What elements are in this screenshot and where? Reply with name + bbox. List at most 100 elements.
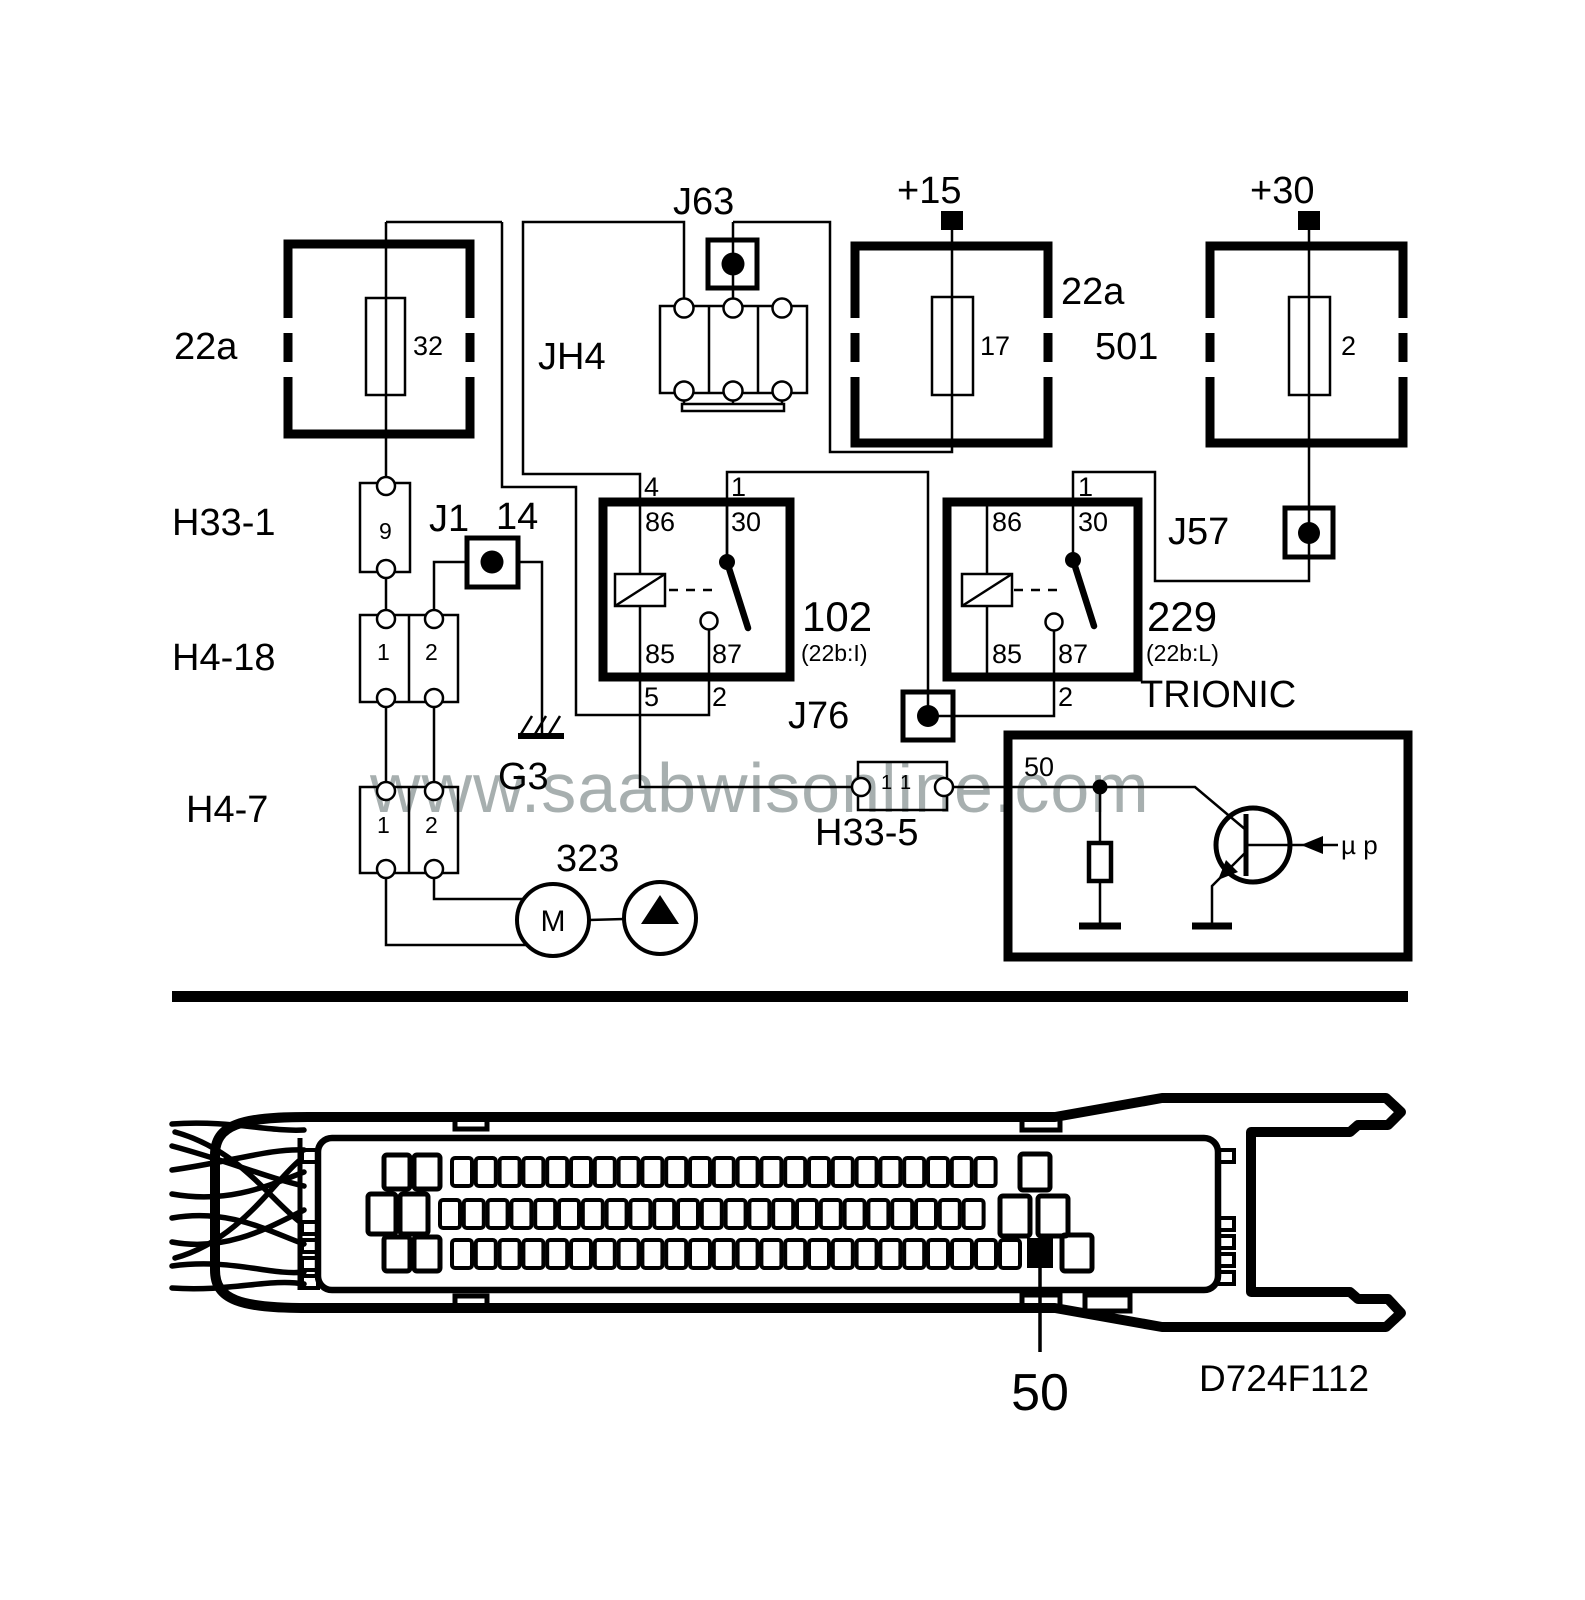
ecu-pin <box>616 1238 641 1270</box>
ecu-pin <box>783 1238 808 1270</box>
ecu-pin <box>438 1198 462 1230</box>
ecu-pin <box>830 1156 855 1188</box>
label-micro: µ p <box>1341 830 1378 860</box>
ecu-pin <box>580 1198 605 1230</box>
label-g3: G3 <box>498 756 549 798</box>
ecu-pin <box>450 1238 474 1270</box>
fuse-box-22a-right <box>848 211 1055 448</box>
label-h4-18-2: 2 <box>425 639 438 665</box>
ecu-pin <box>961 1198 986 1230</box>
ecu-pin <box>830 1238 855 1270</box>
connector-h4-18 <box>358 608 460 709</box>
ecu-pin <box>854 1238 879 1270</box>
fuse-2-symbol <box>1287 295 1332 397</box>
connector-housing-outline <box>210 1093 1406 1332</box>
label-j1: J1 <box>429 498 469 540</box>
ecu-connector-drawing <box>169 1093 1406 1352</box>
ecu-pin <box>381 1234 413 1274</box>
ecu-pin <box>1035 1193 1071 1239</box>
labels: 22a 32 JH4 J63 +15 17 22a 501 +30 2 H33-… <box>172 170 1378 1422</box>
r102-pin2: 2 <box>712 682 727 712</box>
ecu-pin <box>509 1198 534 1230</box>
ecu-pin <box>461 1198 486 1230</box>
wire-bundle <box>169 1120 307 1292</box>
ecu-pin-grid <box>365 1151 1095 1274</box>
ecu-pin <box>664 1156 689 1188</box>
label-fuse-32: 32 <box>413 331 443 361</box>
label-relay-102: 102 <box>802 593 872 640</box>
r229-t86: 86 <box>992 507 1022 537</box>
r102-t86: 86 <box>645 507 675 537</box>
label-ecu-pin-50: 50 <box>1011 1364 1069 1422</box>
ecu-pin <box>902 1156 927 1188</box>
label-h33-1: H33-1 <box>172 502 276 544</box>
ecu-pin <box>640 1156 665 1188</box>
connector-h33-1 <box>358 475 412 580</box>
label-motor-m: M <box>541 905 566 938</box>
label-h4-7-2: 2 <box>425 812 438 838</box>
label-trionic: TRIONIC <box>1140 674 1296 716</box>
ecu-pin <box>783 1156 808 1188</box>
ecu-pin <box>902 1238 927 1270</box>
r102-pin4: 4 <box>644 472 659 502</box>
ecu-pin <box>818 1198 843 1230</box>
fuse-box-plus30 <box>1203 211 1410 448</box>
jh4-bus-bar <box>680 402 786 413</box>
wire-j1-to-ground <box>518 560 544 736</box>
ecu-pin <box>949 1156 974 1188</box>
label-plus15: +15 <box>897 170 961 212</box>
wire-j76-to-relay229-87 <box>928 630 1056 718</box>
wire-relay102-out87 <box>500 222 711 717</box>
ecu-pin <box>807 1156 831 1188</box>
ecu-pin <box>676 1198 700 1230</box>
ecu-pin <box>640 1238 665 1270</box>
ecu-pin <box>998 1238 1022 1270</box>
relay-102 <box>598 497 795 682</box>
ecu-pin <box>533 1198 558 1230</box>
label-plus30: +30 <box>1250 170 1314 212</box>
ecu-pin <box>628 1198 653 1230</box>
ecu-pin <box>747 1198 772 1230</box>
ecu-pin <box>557 1198 581 1230</box>
ecu-pin <box>759 1156 784 1188</box>
label-j57: J57 <box>1168 511 1229 553</box>
ecu-pin <box>926 1238 950 1270</box>
ecu-pin <box>497 1156 522 1188</box>
ecu-pin <box>795 1198 819 1230</box>
ecu-pin <box>937 1198 962 1230</box>
ecu-pin <box>974 1238 998 1270</box>
label-h33-1-pin9: 9 <box>379 518 392 544</box>
ecu-pin <box>450 1156 474 1188</box>
ecu-pin <box>878 1238 903 1270</box>
label-h33-5-1a: 1 <box>881 772 892 794</box>
label-trionic-pin50: 50 <box>1024 752 1054 782</box>
ecu-pin <box>521 1156 546 1188</box>
ecu-pin <box>688 1156 712 1188</box>
ecu-pin <box>411 1234 443 1274</box>
label-fusebox-22a-right: 22a <box>1061 271 1125 313</box>
ecu-pin <box>569 1238 593 1270</box>
label-h33-5: H33-5 <box>815 812 919 854</box>
pump-motor-323 <box>515 880 698 958</box>
ecu-pin <box>545 1156 570 1188</box>
wire-jh4-to-coil102 <box>521 220 686 574</box>
ecu-pin <box>592 1238 617 1270</box>
ecu-pin <box>616 1156 641 1188</box>
wire-j63-to-fuse17 <box>733 220 954 454</box>
ecu-pin <box>473 1156 498 1188</box>
r229-pin1: 1 <box>1078 472 1093 502</box>
resistor-symbol <box>1086 840 1114 884</box>
jumper-block-jh4 <box>658 297 809 413</box>
section-divider <box>172 991 1408 1002</box>
motor-circle <box>515 882 591 958</box>
ecu-pin <box>973 1156 998 1188</box>
ecu-pin <box>723 1198 748 1230</box>
ecu-pin <box>381 1152 413 1192</box>
label-323: 323 <box>556 838 619 880</box>
ecu-pin <box>545 1238 570 1270</box>
ecu-pin <box>914 1198 938 1230</box>
wire-h4-7-1-to-motor <box>384 869 530 947</box>
label-relay-229: 229 <box>1147 593 1217 640</box>
ecu-pin <box>592 1156 617 1188</box>
